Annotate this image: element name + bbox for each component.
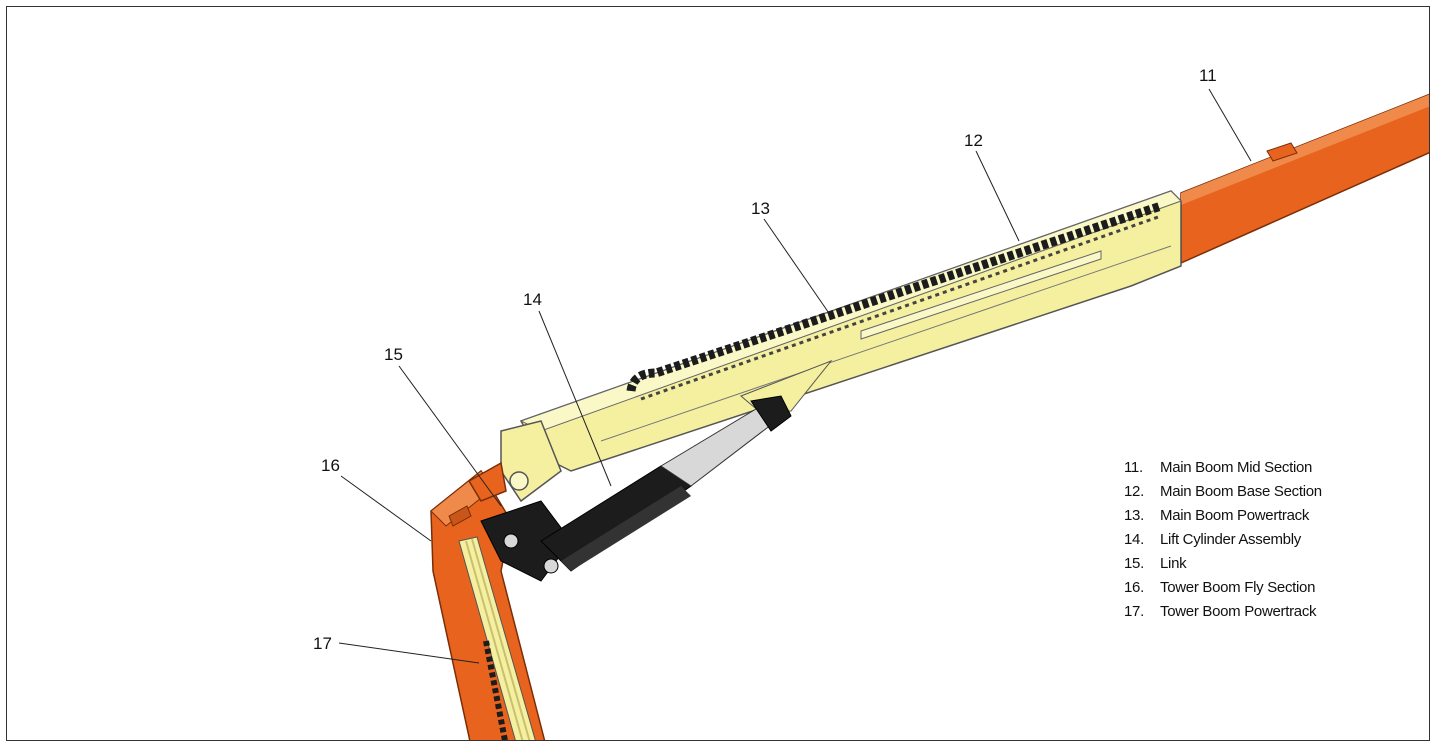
callout-16: 16 (321, 456, 340, 475)
legend-label: Main Boom Powertrack (1160, 507, 1310, 524)
callout-11: 11 (1199, 66, 1217, 85)
legend-number: 16. (1124, 579, 1144, 596)
legend-item: 11. Main Boom Mid Section (1124, 456, 1322, 480)
callout-15: 15 (384, 345, 403, 364)
main-boom-mid-section (1180, 93, 1429, 265)
legend-number: 14. (1124, 531, 1144, 548)
callout-14: 14 (523, 290, 542, 309)
legend-label: Lift Cylinder Assembly (1160, 531, 1301, 548)
legend-number: 11. (1124, 459, 1143, 476)
legend-number: 17. (1124, 603, 1144, 620)
legend-label: Link (1160, 555, 1187, 572)
legend-item: 17. Tower Boom Powertrack (1124, 600, 1322, 624)
callout-17: 17 (313, 634, 332, 653)
legend-label: Main Boom Mid Section (1160, 459, 1313, 476)
link (480, 500, 572, 582)
legend-item: 15. Link (1124, 552, 1322, 576)
legend-number: 13. (1124, 507, 1144, 524)
callout-13: 13 (751, 199, 770, 218)
legend-item: 14. Lift Cylinder Assembly (1124, 528, 1322, 552)
parts-legend: 11. Main Boom Mid Section 12. Main Boom Ba… (1124, 456, 1322, 624)
legend-number: 15. (1124, 555, 1144, 572)
legend-item: 12. Main Boom Base Section (1124, 480, 1322, 504)
lift-cylinder-assembly (540, 395, 792, 572)
diagram-frame: 11 12 13 14 15 16 17 (6, 6, 1430, 741)
legend-label: Tower Boom Powertrack (1160, 603, 1317, 620)
legend-item: 13. Main Boom Powertrack (1124, 504, 1322, 528)
callout-12: 12 (964, 131, 983, 150)
main-boom-powertrack (626, 201, 1163, 401)
tower-boom-powertrack (458, 536, 536, 740)
legend-label: Main Boom Base Section (1160, 483, 1322, 500)
legend-number: 12. (1124, 483, 1144, 500)
boom-illustration: 11 12 13 14 15 16 17 (313, 66, 1429, 740)
legend-item: 16. Tower Boom Fly Section (1124, 576, 1322, 600)
legend-label: Tower Boom Fly Section (1160, 579, 1316, 596)
leader-lines (338, 88, 1252, 664)
